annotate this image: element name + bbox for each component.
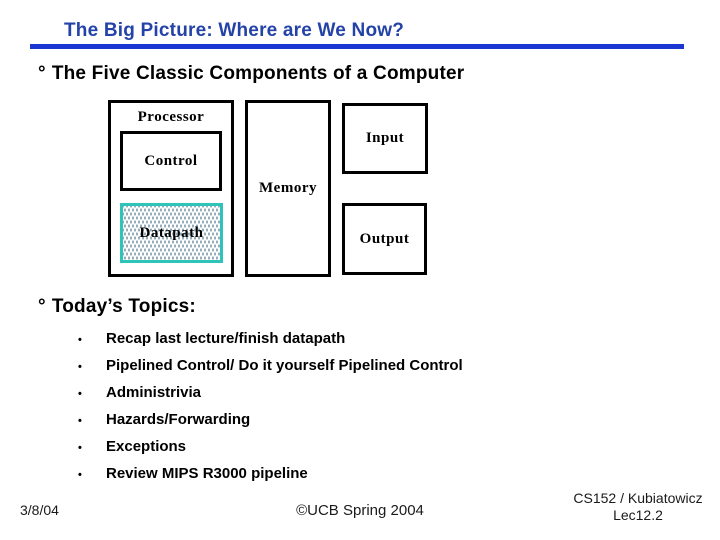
list-item: • Recap last lecture/finish datapath xyxy=(78,325,463,352)
list-item: • Hazards/Forwarding xyxy=(78,406,463,433)
title-underline-rule xyxy=(30,44,684,49)
control-box: Control xyxy=(120,131,222,191)
memory-box: Memory xyxy=(245,100,331,277)
input-box: Input xyxy=(342,103,428,174)
bullet-dot-icon: • xyxy=(78,469,82,481)
footer-course: CS152 / Kubiatowicz xyxy=(573,490,703,506)
section-heading-components: ° The Five Classic Components of a Compu… xyxy=(38,63,464,85)
output-box: Output xyxy=(342,203,427,275)
footer-date: 3/8/04 xyxy=(20,502,59,518)
list-item: • Exceptions xyxy=(78,433,463,460)
control-label: Control xyxy=(144,152,198,169)
topic-text: Pipelined Control/ Do it yourself Pipeli… xyxy=(106,357,463,374)
memory-label: Memory xyxy=(259,180,317,196)
topics-list: • Recap last lecture/finish datapath • P… xyxy=(78,325,463,487)
list-item: • Review MIPS R3000 pipeline xyxy=(78,460,463,487)
topic-text: Hazards/Forwarding xyxy=(106,411,251,428)
list-item: • Pipelined Control/ Do it yourself Pipe… xyxy=(78,352,463,379)
bullet-dot-icon: • xyxy=(78,334,82,346)
datapath-box: Datapath xyxy=(120,203,223,263)
footer-course-info: CS152 / Kubiatowicz Lec12.2 xyxy=(566,490,710,524)
degree-bullet-icon: ° xyxy=(38,63,46,84)
page-title: The Big Picture: Where are We Now? xyxy=(64,20,405,41)
list-item: • Administrivia xyxy=(78,379,463,406)
topic-text: Recap last lecture/finish datapath xyxy=(106,330,346,347)
topic-text: Exceptions xyxy=(106,438,187,455)
footer-lecture-number: Lec12.2 xyxy=(613,507,663,523)
processor-label: Processor xyxy=(137,109,205,125)
topic-text: Administrivia xyxy=(106,384,202,401)
section-heading-topics-text: Today’s Topics: xyxy=(51,296,196,317)
section-heading-topics: ° Today’s Topics: xyxy=(38,296,196,318)
processor-box: Processor Control Datapath xyxy=(108,100,234,277)
bullet-dot-icon: • xyxy=(78,361,82,373)
bullet-dot-icon: • xyxy=(78,388,82,400)
computer-components-diagram: Processor Control Datapath Memory Input … xyxy=(108,100,428,277)
section-heading-components-text: The Five Classic Components of a Compute… xyxy=(51,63,465,84)
bullet-dot-icon: • xyxy=(78,415,82,427)
input-label: Input xyxy=(365,130,405,146)
topic-text: Review MIPS R3000 pipeline xyxy=(106,465,308,482)
bullet-dot-icon: • xyxy=(78,442,82,454)
footer-copyright: ©UCB Spring 2004 xyxy=(296,502,424,519)
output-label: Output xyxy=(359,230,410,247)
degree-bullet-icon: ° xyxy=(38,296,46,317)
datapath-label: Datapath xyxy=(139,224,204,241)
